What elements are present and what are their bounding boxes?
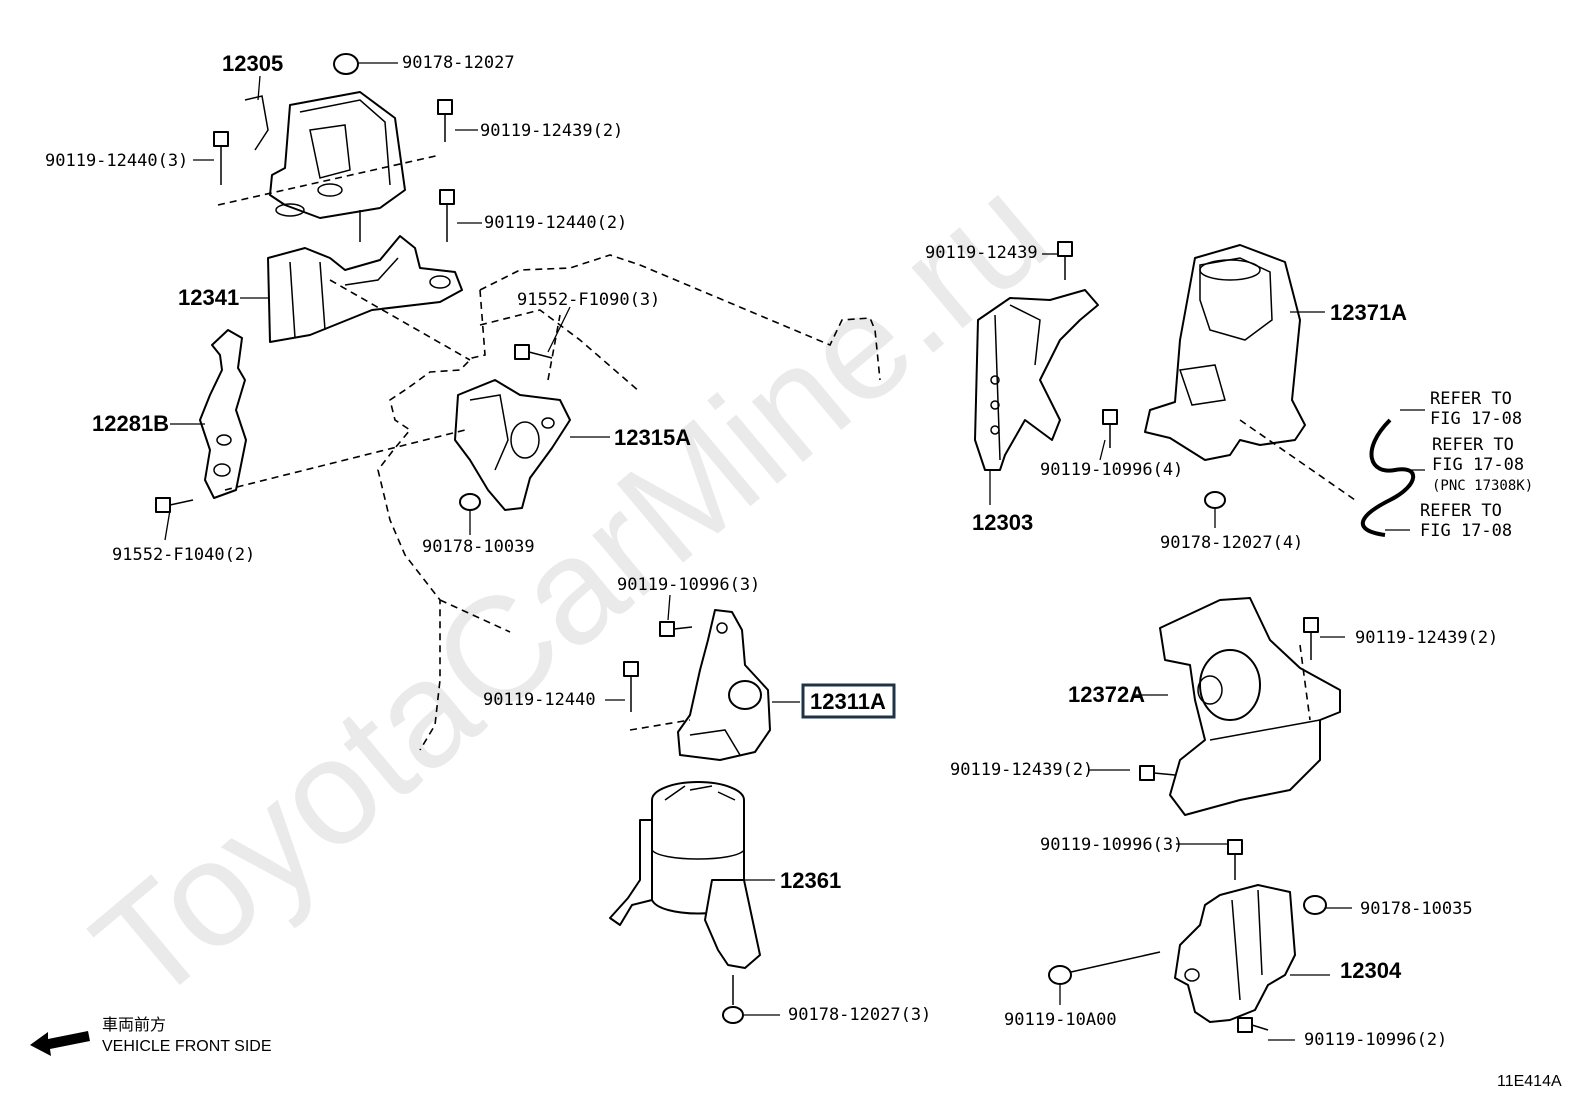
bracket-12303	[974, 289, 1099, 471]
bracket-12315A	[454, 379, 571, 511]
fastener-label: 90119-12440(3)	[45, 151, 188, 171]
fastener-label: 90178-12027(4)	[1160, 533, 1303, 553]
leader-lines	[164, 62, 1425, 1041]
refer-label: REFER TO	[1430, 389, 1512, 409]
bracket-12304	[1174, 884, 1296, 1023]
refer-label: REFER TO	[1420, 501, 1502, 521]
part-label-12305: 12305	[222, 51, 283, 76]
arrow-left-icon	[30, 1031, 90, 1056]
mount-12371A	[1144, 244, 1306, 461]
mount-12361	[609, 781, 761, 969]
fastener-label: 90119-12440(2)	[484, 213, 627, 233]
front-note-jp: 車両前方	[102, 1016, 166, 1034]
fastener-label: 90119-12440	[483, 690, 596, 710]
highlight-box	[801, 683, 896, 719]
fastener-label: 90178-12027(3)	[788, 1005, 931, 1025]
bracket-12341	[267, 235, 463, 343]
part-label-12304: 12304	[1340, 958, 1402, 983]
part-label-12361: 12361	[780, 868, 841, 893]
part-label-12303: 12303	[972, 510, 1033, 535]
fastener-label: 90119-10996(3)	[617, 575, 760, 595]
part-label-12371A: 12371A	[1330, 300, 1407, 325]
bolt-icon	[155, 53, 553, 513]
bolt-icon	[1057, 241, 1226, 509]
hanger-12281B	[199, 329, 247, 499]
fastener-label: 90119-10996(2)	[1304, 1030, 1447, 1050]
watermark: ToyotaCarMine.ru	[63, 145, 1078, 1035]
refer-label: (PNC 17308K)	[1432, 478, 1533, 494]
refer-label: REFER TO	[1432, 435, 1514, 455]
part-label-12315A: 12315A	[614, 425, 691, 450]
bolt-icon	[1048, 617, 1327, 1033]
refer-label: FIG 17-08	[1432, 455, 1524, 475]
fastener-label: 90178-10039	[422, 537, 535, 557]
fastener-label: 90119-10996(4)	[1040, 460, 1183, 480]
part-label-12281B: 12281B	[92, 411, 169, 436]
part-label-12311A: 12311A	[810, 689, 886, 714]
engine-outline	[377, 254, 881, 751]
fastener-label: 90119-12439	[925, 243, 1038, 263]
fastener-label: 90119-12439(2)	[1355, 628, 1498, 648]
figure-id: 11E414A	[1497, 1073, 1562, 1090]
fastener-label: 90178-10035	[1360, 899, 1473, 919]
part-label-12372A: 12372A	[1068, 682, 1145, 707]
fastener-label: 90119-10A00	[1004, 1010, 1117, 1030]
fastener-label: 90119-12439(2)	[480, 121, 623, 141]
fastener-label: 91552-F1090(3)	[517, 290, 660, 310]
engine-mount-12305	[244, 91, 406, 219]
bracket-12372A	[1159, 597, 1341, 816]
refer-label: FIG 17-08	[1420, 521, 1512, 541]
part-label-12341: 12341	[178, 285, 239, 310]
fastener-label: 90119-10996(3)	[1040, 835, 1183, 855]
fastener-label: 91552-F1040(2)	[112, 545, 255, 565]
front-note-en: VEHICLE FRONT SIDE	[102, 1038, 272, 1055]
bracket-12311A	[677, 609, 771, 761]
fastener-label: 90178-12027	[402, 53, 515, 73]
fastener-label: 90119-12439(2)	[950, 760, 1093, 780]
bolt-icon	[623, 621, 744, 1024]
refer-label: FIG 17-08	[1430, 409, 1522, 429]
